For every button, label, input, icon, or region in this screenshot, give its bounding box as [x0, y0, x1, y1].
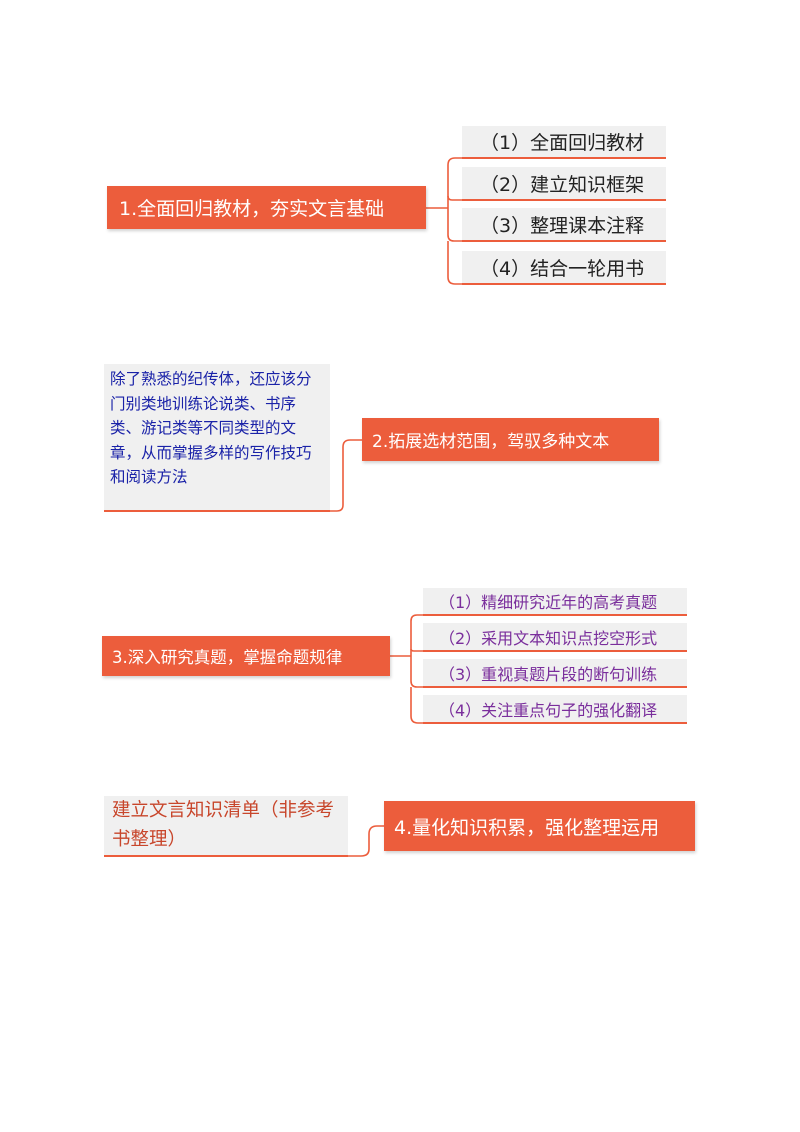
note-2: 除了熟悉的纪传体，还应该分门别类地训练论说类、书序类、游记类等不同类型的文章，从…	[104, 364, 330, 512]
subtopic-3-1-label: （1）精细研究近年的高考真题	[439, 593, 658, 612]
subtopic-1-1: （1）全面回归教材	[462, 126, 666, 159]
subtopic-1-3-label: （3）整理课本注释	[480, 214, 645, 237]
main-topic-4: 4.量化知识积累，强化整理运用	[384, 801, 695, 851]
main-topic-1: 1.全面回归教材，夯实文言基础	[107, 186, 426, 229]
subtopic-3-1: （1）精细研究近年的高考真题	[423, 588, 687, 616]
subtopic-1-4: （4）结合一轮用书	[462, 251, 666, 285]
connector-4	[348, 825, 384, 857]
subtopic-3-2-label: （2）采用文本知识点挖空形式	[439, 628, 658, 648]
main-topic-1-label: 1.全面回归教材，夯实文言基础	[119, 198, 385, 220]
connector-1-branch-1	[447, 157, 462, 208]
main-topic-2: 2.拓展选材范围，驾驭多种文本	[362, 418, 659, 461]
main-topic-2-label: 2.拓展选材范围，驾驭多种文本	[372, 432, 610, 452]
connector-3-branch-4	[410, 687, 423, 724]
subtopic-1-2-label: （2）建立知识框架	[480, 173, 645, 196]
connector-1-branch-4	[447, 241, 462, 285]
subtopic-3-4: （4）关注重点句子的强化翻译	[423, 695, 687, 724]
subtopic-3-4-label: （4）关注重点句子的强化翻译	[439, 700, 658, 720]
subtopic-1-3: （3）整理课本注释	[462, 208, 666, 242]
connector-1-branch-3	[447, 208, 462, 242]
note-2-text: 除了熟悉的纪传体，还应该分门别类地训练论说类、书序类、游记类等不同类型的文章，从…	[110, 370, 312, 486]
main-topic-4-label: 4.量化知识积累，强化整理运用	[394, 816, 660, 839]
subtopic-3-2: （2）采用文本知识点挖空形式	[423, 623, 687, 652]
subtopic-1-1-label: （1）全面回归教材	[480, 132, 645, 154]
connector-1-branch-2	[447, 195, 462, 201]
subtopic-3-3-label: （3）重视真题片段的断句训练	[439, 664, 658, 684]
connector-3-branch-1	[410, 614, 423, 656]
connector-3-branch-3	[410, 656, 423, 688]
subtopic-3-3: （3）重视真题片段的断句训练	[423, 659, 687, 688]
subtopic-1-2: （2）建立知识框架	[462, 167, 666, 201]
main-topic-3-label: 3.深入研究真题，掌握命题规律	[112, 648, 343, 667]
subtopic-1-4-label: （4）结合一轮用书	[480, 257, 645, 280]
connector-2	[330, 439, 362, 512]
note-4: 建立文言知识清单（非参考书整理）	[104, 796, 348, 857]
main-topic-3: 3.深入研究真题，掌握命题规律	[102, 636, 390, 676]
connector-3-branch-2	[410, 648, 423, 652]
note-4-text: 建立文言知识清单（非参考书整理）	[112, 800, 335, 850]
